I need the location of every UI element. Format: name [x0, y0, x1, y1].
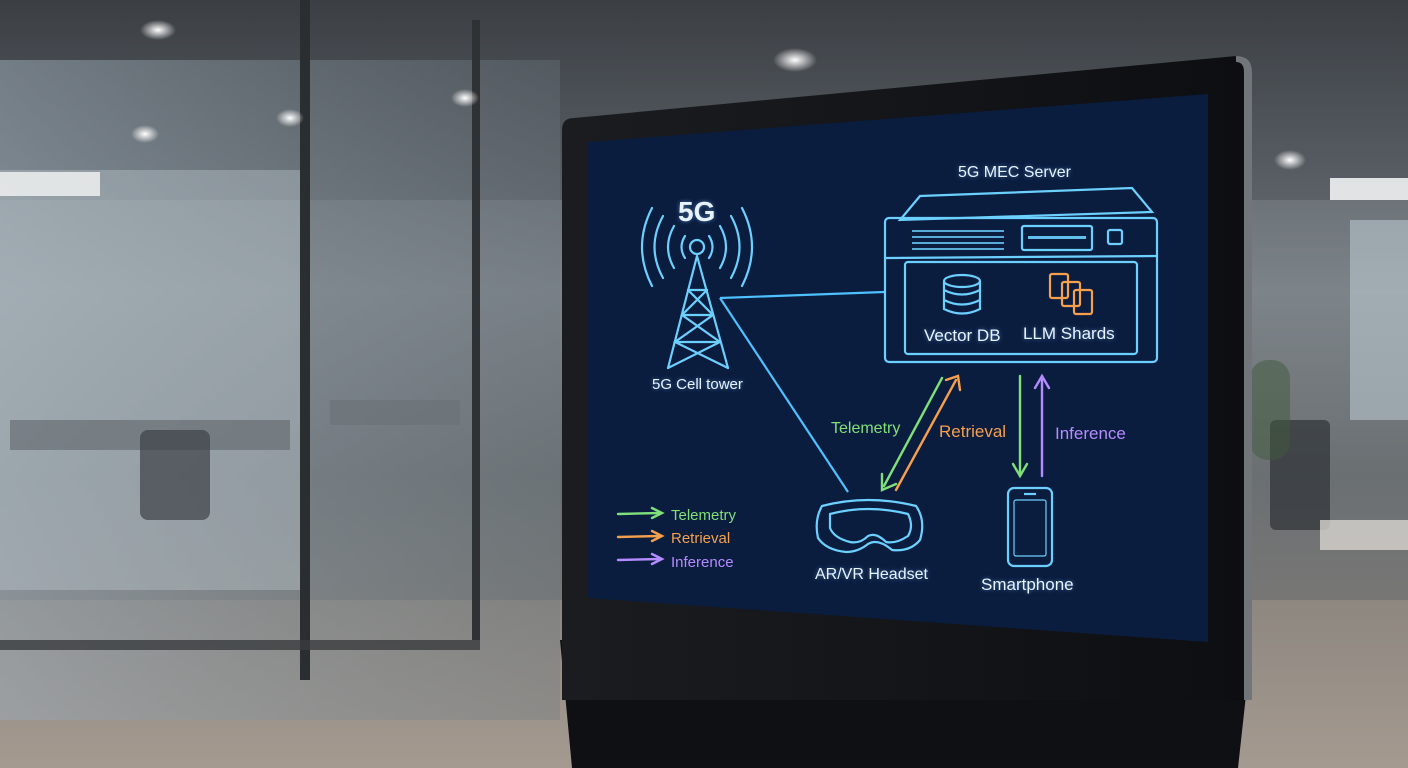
- flow-label-retrieval: Retrieval: [939, 422, 1007, 441]
- smartphone-icon: [1006, 486, 1054, 568]
- desk-blur-2: [330, 400, 460, 425]
- chair-blur-1: [140, 430, 210, 520]
- tower-badge: 5G: [678, 196, 716, 227]
- tower-headset-link: [719, 297, 849, 493]
- legend-arrows: [616, 506, 665, 566]
- tower-label: 5G Cell tower: [652, 376, 743, 393]
- ceiling-light-6: [131, 125, 159, 143]
- glass-frame-2: [472, 20, 480, 640]
- mec-server-icon: [883, 186, 1159, 364]
- flow-arrows: [880, 373, 1051, 492]
- retrieval-arrow: [894, 378, 958, 492]
- headset-label: AR/VR Headset: [815, 566, 928, 583]
- server-title: 5G MEC Server: [958, 164, 1071, 181]
- flow-label-inference: Inference: [1055, 424, 1126, 443]
- light-panel-2: [0, 172, 100, 196]
- glass-base: [0, 640, 480, 650]
- tower-server-link: [719, 290, 885, 300]
- flow-label-telemetry: Telemetry: [831, 420, 901, 437]
- ceiling-light-4: [276, 109, 304, 127]
- vr-headset-icon: [815, 498, 924, 554]
- window-light: [0, 170, 300, 590]
- cell-tower-icon: [640, 206, 754, 370]
- legend-telemetry: Telemetry: [671, 507, 737, 524]
- telemetry-arrow: [882, 376, 944, 488]
- smartphone-label: Smartphone: [981, 575, 1074, 594]
- ceiling-light-1: [773, 48, 817, 72]
- legend-retrieval: Retrieval: [671, 530, 731, 547]
- bezel-edge: [1236, 56, 1252, 700]
- ceiling-light-5: [451, 89, 479, 107]
- plant-blur: [1250, 360, 1290, 460]
- glass-frame-1: [300, 0, 310, 680]
- desk-blur-3: [1320, 520, 1408, 550]
- right-window: [1350, 220, 1408, 420]
- glass-wall: [0, 60, 560, 720]
- ceiling-light-3: [140, 20, 176, 40]
- light-panel-1: [1330, 178, 1408, 200]
- llm-shards-label: LLM Shards: [1023, 324, 1115, 343]
- network-links: [719, 290, 885, 493]
- server-vent-dots: [912, 230, 1086, 250]
- ceiling-light-2: [1274, 150, 1306, 170]
- vector-db-label: Vector DB: [924, 326, 1001, 345]
- legend-inference: Inference: [671, 554, 734, 571]
